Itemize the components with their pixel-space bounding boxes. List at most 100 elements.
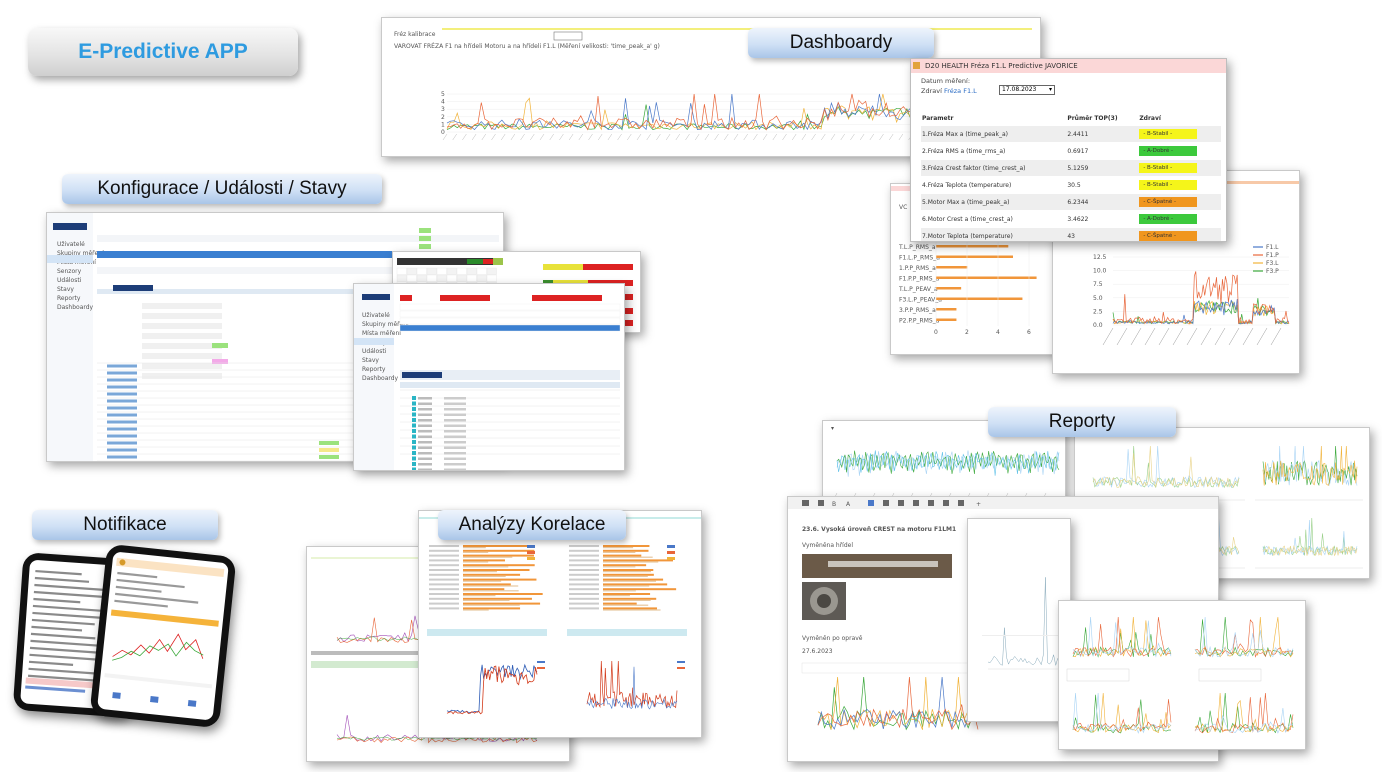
correlation-screenshot-front	[418, 510, 702, 738]
health-row: 4.Fréza Teplota (temperature)30.5- B-Sta…	[921, 176, 1221, 194]
health-label: Zdraví	[921, 87, 942, 95]
bar-xtick: 0	[934, 329, 938, 336]
bar	[936, 245, 1009, 248]
legend-label: F3.L	[1266, 260, 1279, 267]
legend-label: F1.P	[1266, 252, 1279, 259]
avg-cell: 43	[1066, 227, 1139, 241]
bar-label: T.L.P_PEAV_a	[898, 286, 938, 293]
config-sidebar-item[interactable]: Stavy	[57, 286, 74, 293]
phone-front	[89, 543, 237, 729]
avg-cell: 0.6917	[1066, 142, 1139, 160]
section-label-reports: Reporty	[988, 407, 1176, 437]
home-icon[interactable]	[112, 692, 121, 699]
health-badge: - A-Dobré -	[1139, 214, 1198, 224]
health-badge: - B-Stabil -	[1139, 163, 1198, 173]
report-screenshot-4	[1058, 600, 1306, 750]
report-sub1: Vyměněna hřídel	[802, 542, 853, 549]
legend-label: F3.P	[1266, 268, 1279, 275]
phone-chart-view	[104, 557, 225, 707]
correlation-analysis-view	[419, 517, 701, 715]
config2-sidebar-item[interactable]: Stavy	[362, 357, 379, 364]
dash-ytick: 2	[441, 114, 445, 121]
dash-ytick: 5	[441, 91, 445, 98]
svg-text:VC: VC	[899, 204, 907, 211]
config2-sidebar-item[interactable]: Dashboardy	[362, 375, 399, 382]
config2-sidebar-item[interactable]: Skupiny měření	[362, 321, 409, 328]
bar-label: F1.P.P_RMS_a	[899, 276, 940, 283]
config2-sidebar-item[interactable]: Události	[362, 348, 387, 355]
bar-label: F3.L.P_PEAV_a	[899, 297, 942, 304]
toolbar-save-icon	[802, 500, 809, 506]
bar	[936, 308, 957, 311]
config-sidebar-item[interactable]: Reporty	[57, 295, 81, 302]
svg-text:A: A	[846, 501, 851, 508]
report-sub2: Vyměněn po opravě	[802, 635, 863, 642]
line-ytick: 7.5	[1093, 281, 1103, 288]
health-cell: - B-Stabil -	[1138, 125, 1221, 143]
col-header-avg: Průměr TOP(3)	[1067, 114, 1118, 122]
health-row: 5.Motor Max a (time_peak_a)6.2344- C-Špa…	[921, 193, 1221, 211]
health-cell: - A-Dobré -	[1138, 142, 1221, 160]
health-icon	[913, 62, 920, 69]
health-row: 6.Motor Crest a (time_crest_a)3.4622- A-…	[921, 210, 1221, 228]
svg-text:+: +	[976, 501, 981, 508]
config-sidebar-item[interactable]: Události	[57, 277, 82, 284]
health-card: D20 HEALTH Fréza F1.L Predictive JAVORIC…	[910, 58, 1227, 242]
config-sidebar-item[interactable]: Senzory	[57, 268, 82, 275]
col-header-param: Parametr	[922, 114, 954, 122]
param-cell: 1.Fréza Max a (time_peak_a)	[921, 125, 1067, 143]
section-label-dashboards: Dashboardy	[748, 28, 934, 58]
section-label-correlations: Analýzy Korelace	[438, 510, 626, 540]
avg-cell: 2.4411	[1066, 125, 1139, 143]
health-row: 1.Fréza Max a (time_peak_a)2.4411- B-Sta…	[921, 125, 1221, 143]
bar	[936, 255, 1013, 258]
config-sidebar-item[interactable]: Skupiny měření	[57, 250, 104, 257]
param-cell: 6.Motor Crest a (time_crest_a)	[921, 210, 1067, 228]
config2-sidebar-item[interactable]: Uživatelé	[362, 312, 390, 319]
config2-sidebar-item[interactable]: Místa měření	[362, 330, 401, 337]
avg-cell: 30.5	[1066, 176, 1139, 194]
dash-ytick: 1	[441, 121, 445, 128]
dashboard-label: Fréz kalibrace	[394, 31, 436, 38]
health-link[interactable]: Fréza F1.L	[943, 87, 977, 95]
line-ytick: 10.0	[1093, 268, 1107, 275]
health-badge: - B-Stabil -	[1139, 180, 1198, 190]
line-ytick: 12.5	[1093, 254, 1107, 261]
chevron-down-icon: ▾	[1048, 86, 1052, 93]
dash-ytick: 4	[441, 99, 445, 106]
report-grid-charts	[1066, 616, 1294, 734]
bar-label: T.L.P_RMS_a	[898, 244, 936, 251]
svg-text:B: B	[832, 501, 836, 508]
date-select[interactable]: 17.08.2023 ▾	[999, 85, 1055, 95]
health-cell: - B-Stabil -	[1138, 176, 1221, 194]
param-cell: 2.Fréza RMS a (time_rms_a)	[921, 142, 1067, 160]
config-sidebar-item[interactable]: Uživatelé	[57, 241, 85, 248]
bar-label: P2.P.P_RMS_a	[899, 318, 940, 325]
report-screenshot-3	[967, 518, 1071, 722]
legend-label: F1.L	[1266, 244, 1279, 251]
bar-label: 3.P.P_RMS_a	[899, 307, 936, 314]
health-row: 2.Fréza RMS a (time_rms_a)0.6917- A-Dobr…	[921, 142, 1221, 160]
multi-series-line-chart: 12.510.07.55.02.50.0F1.LF1.PF3.LF3.P	[1053, 181, 1299, 346]
health-card-header: D20 HEALTH Fréza F1.L Predictive JAVORIC…	[911, 59, 1226, 73]
config-sidebar-item[interactable]: Dashboardy	[57, 304, 94, 311]
health-badge: - B-Stabil -	[1139, 129, 1198, 139]
list-icon[interactable]	[150, 696, 159, 703]
health-badge: - C-Špatné -	[1139, 197, 1198, 207]
settings-icon[interactable]	[187, 700, 197, 707]
health-badge: - A-Dobré -	[1139, 146, 1198, 156]
bar-label: F1.L.P_RMS_a	[899, 255, 940, 262]
config2-sidebar-item[interactable]: Reporty	[362, 366, 386, 373]
param-cell: 4.Fréza Teplota (temperature)	[921, 176, 1067, 194]
date-label: Datum měření:	[921, 77, 971, 85]
col-header-health: Zdraví	[1139, 114, 1161, 122]
health-row: 7.Motor Teplota (temperature)43- C-Špatn…	[921, 227, 1221, 241]
health-card-title: D20 HEALTH Fréza F1.L Predictive JAVORIC…	[925, 62, 1078, 70]
bar-label: 1.P.P_RMS_a	[899, 265, 936, 272]
section-label-config: Konfigurace / Události / Stavy	[62, 174, 382, 204]
dashboard-chart-title: VAROVAT FRÉZA F1 na hřídeli Motoru a na …	[394, 42, 660, 50]
bar	[936, 318, 957, 321]
